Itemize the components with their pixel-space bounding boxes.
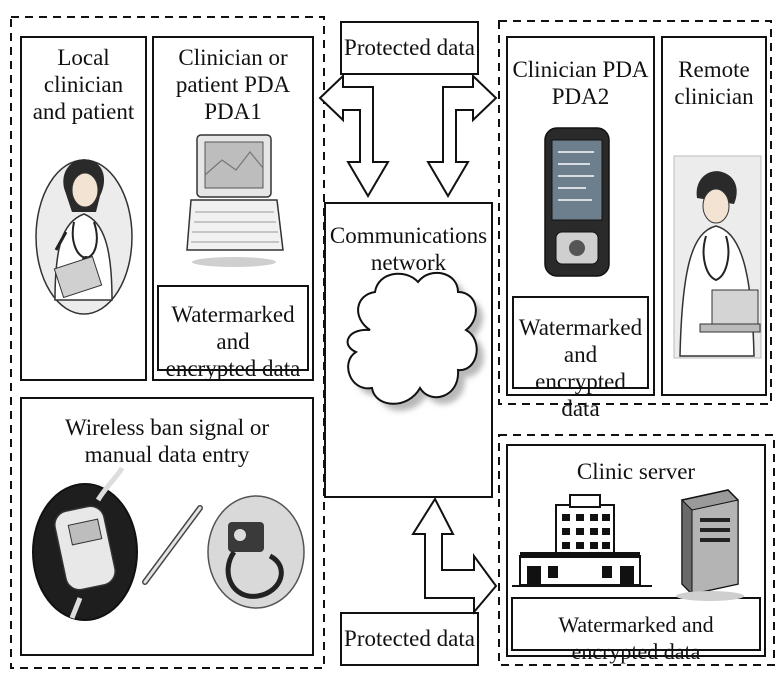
thermometer-image (142, 505, 203, 585)
arrow-right-bent (426, 73, 498, 198)
pda2-device-image (544, 127, 610, 277)
left-group-border (10, 16, 325, 669)
pda1-device-image (186, 134, 284, 267)
female-doctor-image (35, 159, 133, 315)
blood-pressure-monitor-image (207, 495, 305, 609)
pda1-data-box (157, 285, 309, 371)
protected-data-bottom-box (340, 612, 479, 666)
male-doctor-image (673, 155, 762, 359)
network-cloud (346, 272, 484, 411)
server-data-box (511, 597, 761, 651)
pda2-label: Clinician PDA PDA2 (512, 57, 649, 109)
wireless-label: Wireless ban signal or manual data entry (64, 415, 270, 467)
arrow-left-bent (318, 73, 390, 198)
protected-data-top-box (340, 21, 479, 75)
remote-clinician-label: Remote clinician (674, 57, 754, 109)
pda1-data-label: Watermarked and encrypted data (165, 302, 301, 381)
clinic-building-image (512, 494, 652, 587)
protected-data-top-label: Protected data (344, 35, 475, 60)
communications-network-label: Communications network (329, 223, 488, 275)
server-data-label: Watermarked and encrypted data (558, 612, 714, 664)
server-tower-image (676, 489, 744, 601)
glucose-meter-image (32, 466, 138, 621)
clinic-server-label: Clinic server (576, 459, 696, 484)
local-clinician-label: Local clinician and patient (32, 45, 135, 124)
pda2-data-label: Watermarked and encrypted data (518, 315, 643, 421)
pda1-label: Clinician or patient PDA PDA1 (175, 45, 291, 124)
protected-data-bottom-label: Protected data (344, 626, 475, 651)
remote-group-border (498, 20, 772, 405)
arrow-bottom-bent (411, 496, 498, 615)
pda2-data-box (512, 296, 649, 389)
